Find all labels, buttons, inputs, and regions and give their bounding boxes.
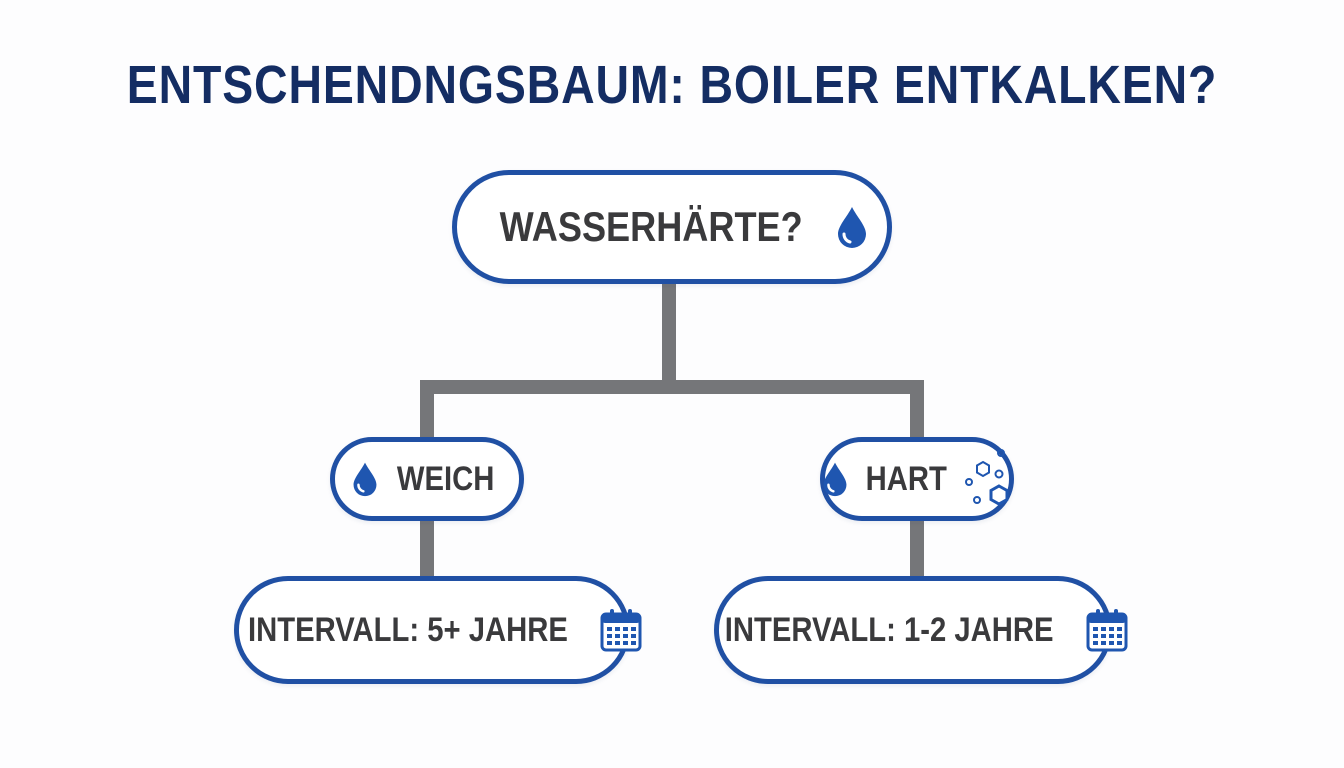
hexagon-crystals-icon: [961, 448, 1013, 510]
result-node-right: INTERVALL: 1-2 JAHRE: [714, 576, 1128, 684]
connector-right-result: [910, 518, 924, 580]
root-label: WASSERHÄRTE?: [499, 203, 803, 250]
result-label-left: INTERVALL: 5+ JAHRE: [248, 610, 568, 649]
connector-root-stem: [662, 283, 676, 386]
root-node: WASSERHÄRTE?: [452, 170, 892, 284]
branch-label-weich: WEICH: [397, 459, 495, 498]
water-drop-icon: [351, 461, 379, 497]
connector-right-drop: [910, 380, 924, 442]
branch-label-hart: HART: [865, 459, 947, 498]
result-node-left: INTERVALL: 5+ JAHRE: [234, 576, 642, 684]
connector-left-drop: [420, 380, 434, 442]
connector-horizontal-bar: [420, 380, 924, 394]
result-label-right: INTERVALL: 1-2 JAHRE: [724, 610, 1054, 649]
water-drop-icon: [835, 205, 869, 249]
branch-node-hart: HART: [820, 437, 1014, 521]
water-drop-icon: [821, 461, 849, 497]
branch-node-weich: WEICH: [330, 437, 524, 521]
calendar-icon: [1086, 608, 1128, 652]
connector-left-result: [420, 518, 434, 580]
diagram-title: ENTSCHENDNGSBAUM: BOILER ENTKALKEN?: [126, 55, 1218, 115]
calendar-icon: [600, 608, 642, 652]
